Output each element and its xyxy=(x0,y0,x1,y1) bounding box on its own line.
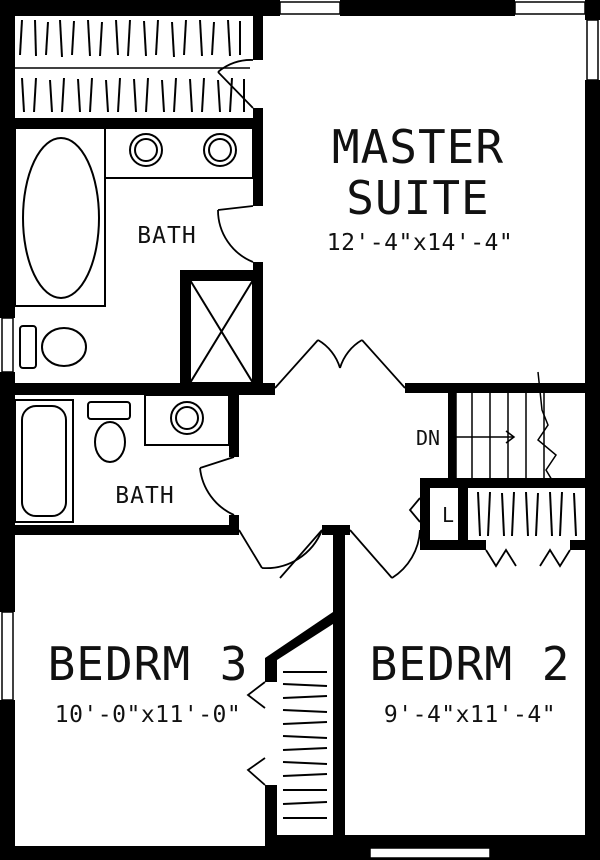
master-suite-label-line1: MASTER xyxy=(332,120,504,174)
bathtub-hall xyxy=(14,399,74,523)
hall-bath-label: BATH xyxy=(115,483,174,509)
bedroom2-size: 9'-4"x11'-4" xyxy=(384,702,556,728)
bedroom3-closet-rod xyxy=(282,671,328,819)
stairs xyxy=(452,371,557,481)
bedroom3-size: 10'-0"x11'-0" xyxy=(55,702,242,728)
vanity-master xyxy=(104,127,254,179)
master-suite-label-line2: SUITE xyxy=(346,171,489,225)
master-suite-size: 12'-4"x14'-4" xyxy=(327,230,514,256)
linen-closet-label: L xyxy=(442,503,454,527)
stair-down-label: DN xyxy=(416,426,440,450)
bedroom2-label: BEDRM 2 xyxy=(370,637,571,691)
master-closet-rod xyxy=(15,19,250,113)
toilet-master xyxy=(19,325,87,369)
shower-master xyxy=(189,279,254,384)
doors xyxy=(199,59,571,786)
toilet-hall xyxy=(87,401,131,463)
bedroom2-closet-rod xyxy=(477,491,577,537)
vanity-hall xyxy=(144,394,230,446)
bedroom3-label: BEDRM 3 xyxy=(48,637,249,691)
master-bath-label: BATH xyxy=(137,223,196,249)
bathtub-master xyxy=(14,127,106,307)
interior-walls xyxy=(15,16,600,860)
